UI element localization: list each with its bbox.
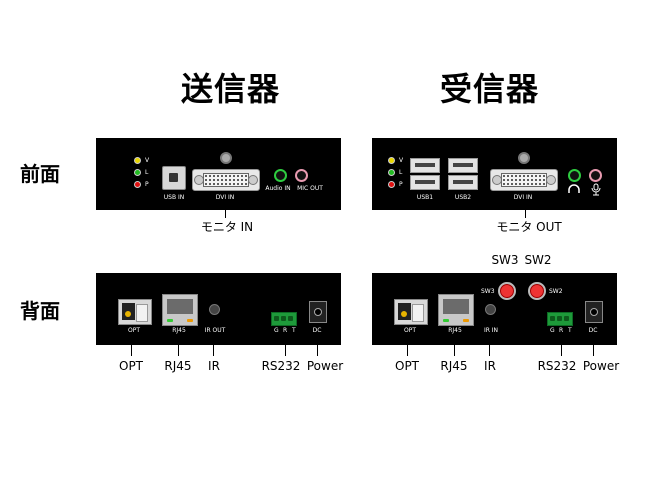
rx-opt-label: OPT (403, 327, 417, 334)
rx-rj45-callout: RJ45 (440, 359, 468, 373)
microphone-icon (591, 183, 601, 196)
rx-led-p-label: P (399, 181, 403, 188)
rx-opt-callout: OPT (394, 359, 420, 373)
usb2-port-top (448, 158, 478, 173)
opt-callout: OPT (118, 359, 144, 373)
opt-label: OPT (127, 327, 141, 334)
usb1-label: USB1 (416, 194, 434, 201)
front-row-label: 前面 (20, 162, 60, 186)
rx-dvi-in-label: DVI IN (513, 194, 533, 201)
rx-callout-line-rs232 (561, 338, 562, 356)
led-v (134, 157, 141, 164)
rx-led-v (388, 157, 395, 164)
led-l-label: L (145, 169, 149, 176)
usb2-label: USB2 (454, 194, 472, 201)
led-l (134, 169, 141, 176)
rs232-callout: RS232 (261, 359, 301, 373)
microphone-jack (589, 169, 602, 182)
led-v-label: V (145, 157, 150, 164)
rx-ground-screw (518, 152, 530, 164)
sw2-label: SW2 (549, 288, 563, 295)
usb-in-label: USB IN (163, 194, 185, 201)
rx-rs232-g-label: G (550, 327, 555, 334)
dvi-in-port (192, 169, 260, 191)
transmitter-title: 送信器 (181, 70, 281, 108)
sw3-callout: SW3 (491, 253, 519, 267)
rx-ir-callout: IR (484, 359, 496, 373)
usb-in-port (162, 166, 186, 190)
receiver-rear-panel: OPT RJ45 IR IN SW3 SW2 G R T DC (372, 273, 617, 345)
transmitter-rear-panel: OPT RJ45 IR OUT G R T DC (96, 273, 341, 345)
rx-led-l (388, 169, 395, 176)
usb2-port-bottom (448, 175, 478, 190)
callout-line-power (317, 338, 318, 356)
rs232-r-label: R (283, 327, 288, 334)
rx-led-p (388, 181, 395, 188)
receiver-title: 受信器 (440, 70, 540, 108)
ir-in-port (485, 304, 496, 315)
power-callout: Power (306, 359, 344, 373)
rj45-label: RJ45 (172, 327, 186, 334)
rx-dc-label: DC (588, 327, 598, 334)
callout-line-monitor-out (525, 210, 526, 218)
monitor-out-callout: モニタ OUT (496, 220, 562, 234)
headphone-icon (568, 184, 580, 193)
usb1-port-bottom (410, 175, 440, 190)
callout-line-rs232 (285, 338, 286, 356)
usb1-port-top (410, 158, 440, 173)
audio-in-label: Audio IN (265, 185, 291, 192)
audio-in-jack (274, 169, 287, 182)
rx-callout-line-power (593, 338, 594, 356)
ground-screw (220, 152, 232, 164)
rx-opt-port (394, 299, 428, 325)
rx-callout-line-opt (407, 338, 408, 356)
rx-rs232-callout: RS232 (537, 359, 577, 373)
rs232-g-label: G (274, 327, 279, 334)
receiver-front-panel: V L P USB1 USB2 DVI IN (372, 138, 617, 210)
opt-port (118, 299, 152, 325)
ir-out-label: IR OUT (204, 327, 226, 334)
callout-line-ir (213, 338, 214, 356)
headphone-jack (568, 169, 581, 182)
callout-line-rj45 (178, 338, 179, 356)
led-p-label: P (145, 181, 149, 188)
dvi-in-label: DVI IN (215, 194, 235, 201)
ir-in-label: IR IN (483, 327, 499, 334)
callout-line-opt (131, 338, 132, 356)
mic-out-jack (295, 169, 308, 182)
dc-port (309, 301, 327, 323)
rx-rj45-label: RJ45 (448, 327, 462, 334)
rj45-port (162, 294, 198, 326)
rs232-terminal (271, 312, 297, 326)
rx-rj45-port (438, 294, 474, 326)
rx-rs232-r-label: R (559, 327, 564, 334)
callout-line-monitor-in (225, 210, 226, 218)
sw3-label: SW3 (481, 288, 495, 295)
rx-rs232-terminal (547, 312, 573, 326)
dc-label: DC (312, 327, 322, 334)
sw3-button[interactable] (498, 282, 516, 300)
rx-dvi-in-port (490, 169, 558, 191)
rs232-t-label: T (292, 327, 296, 334)
rx-led-v-label: V (399, 157, 404, 164)
transmitter-front-panel: V L P USB IN DVI IN Audio IN MIC OUT (96, 138, 341, 210)
sw2-button[interactable] (528, 282, 546, 300)
rj45-callout: RJ45 (164, 359, 192, 373)
rx-callout-line-rj45 (454, 338, 455, 356)
ir-out-port (209, 304, 220, 315)
led-p (134, 181, 141, 188)
rx-led-l-label: L (399, 169, 403, 176)
monitor-in-callout: モニタ IN (200, 220, 254, 234)
sw2-callout: SW2 (524, 253, 552, 267)
rx-power-callout: Power (582, 359, 620, 373)
mic-out-label: MIC OUT (297, 185, 323, 192)
rx-rs232-t-label: T (568, 327, 572, 334)
rx-callout-line-ir (489, 338, 490, 356)
rear-row-label: 背面 (20, 299, 60, 323)
ir-callout: IR (208, 359, 220, 373)
rx-dc-port (585, 301, 603, 323)
